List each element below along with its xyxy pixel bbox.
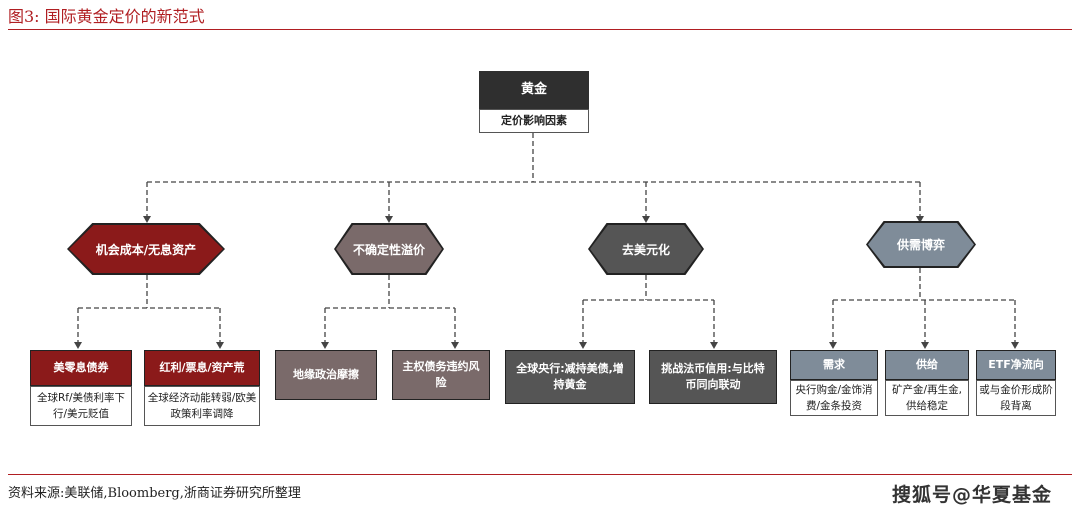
branch-opportunity-cost: 机会成本/无息资产 — [67, 223, 225, 275]
root-node-title: 黄金 — [479, 71, 589, 109]
watermark: 搜狐号@华夏基金 — [892, 484, 1053, 506]
root-node-subtitle: 定价影响因素 — [479, 109, 589, 133]
leaf-etf-flow-detail: 或与金价形成阶段背离 — [976, 380, 1056, 416]
figure-title: 图3: 国际黄金定价的新范式 — [8, 7, 205, 26]
top-rule — [8, 29, 1072, 30]
bottom-rule — [8, 474, 1072, 475]
branch-label: 去美元化 — [590, 225, 702, 273]
branch-supply-demand: 供需博弈 — [866, 221, 976, 268]
leaf-supply: 供给 — [885, 350, 969, 380]
leaf-zero-coupon-bond: 美零息债券 — [30, 350, 132, 386]
leaf-zero-coupon-bond-detail: 全球Rf/美债利率下行/美元贬值 — [30, 386, 132, 426]
leaf-supply-detail: 矿产金/再生金,供给稳定 — [885, 380, 969, 416]
branch-de-dollarization: 去美元化 — [588, 223, 704, 275]
branch-label: 供需博弈 — [868, 223, 974, 266]
leaf-sovereign-debt: 主权债务违约风险 — [392, 350, 490, 400]
leaf-demand: 需求 — [790, 350, 878, 380]
leaf-dividend-coupon: 红利/票息/资产荒 — [144, 350, 260, 386]
leaf-etf-flow: ETF净流向 — [976, 350, 1056, 380]
leaf-dividend-coupon-detail: 全球经济动能转弱/欧美政策利率调降 — [144, 386, 260, 426]
branch-label: 机会成本/无息资产 — [69, 225, 223, 273]
leaf-central-banks: 全球央行:减持美债,增持黄金 — [505, 350, 635, 404]
leaf-demand-detail: 央行购金/金饰消费/金条投资 — [790, 380, 878, 416]
source-note: 资料来源:美联储,Bloomberg,浙商证券研究所整理 — [8, 486, 301, 501]
leaf-fiat-credit: 挑战法币信用:与比特币同向联动 — [649, 350, 777, 404]
leaf-geopolitics: 地缘政治摩擦 — [275, 350, 377, 400]
branch-label: 不确定性溢价 — [336, 225, 442, 273]
branch-uncertainty-premium: 不确定性溢价 — [334, 223, 444, 275]
